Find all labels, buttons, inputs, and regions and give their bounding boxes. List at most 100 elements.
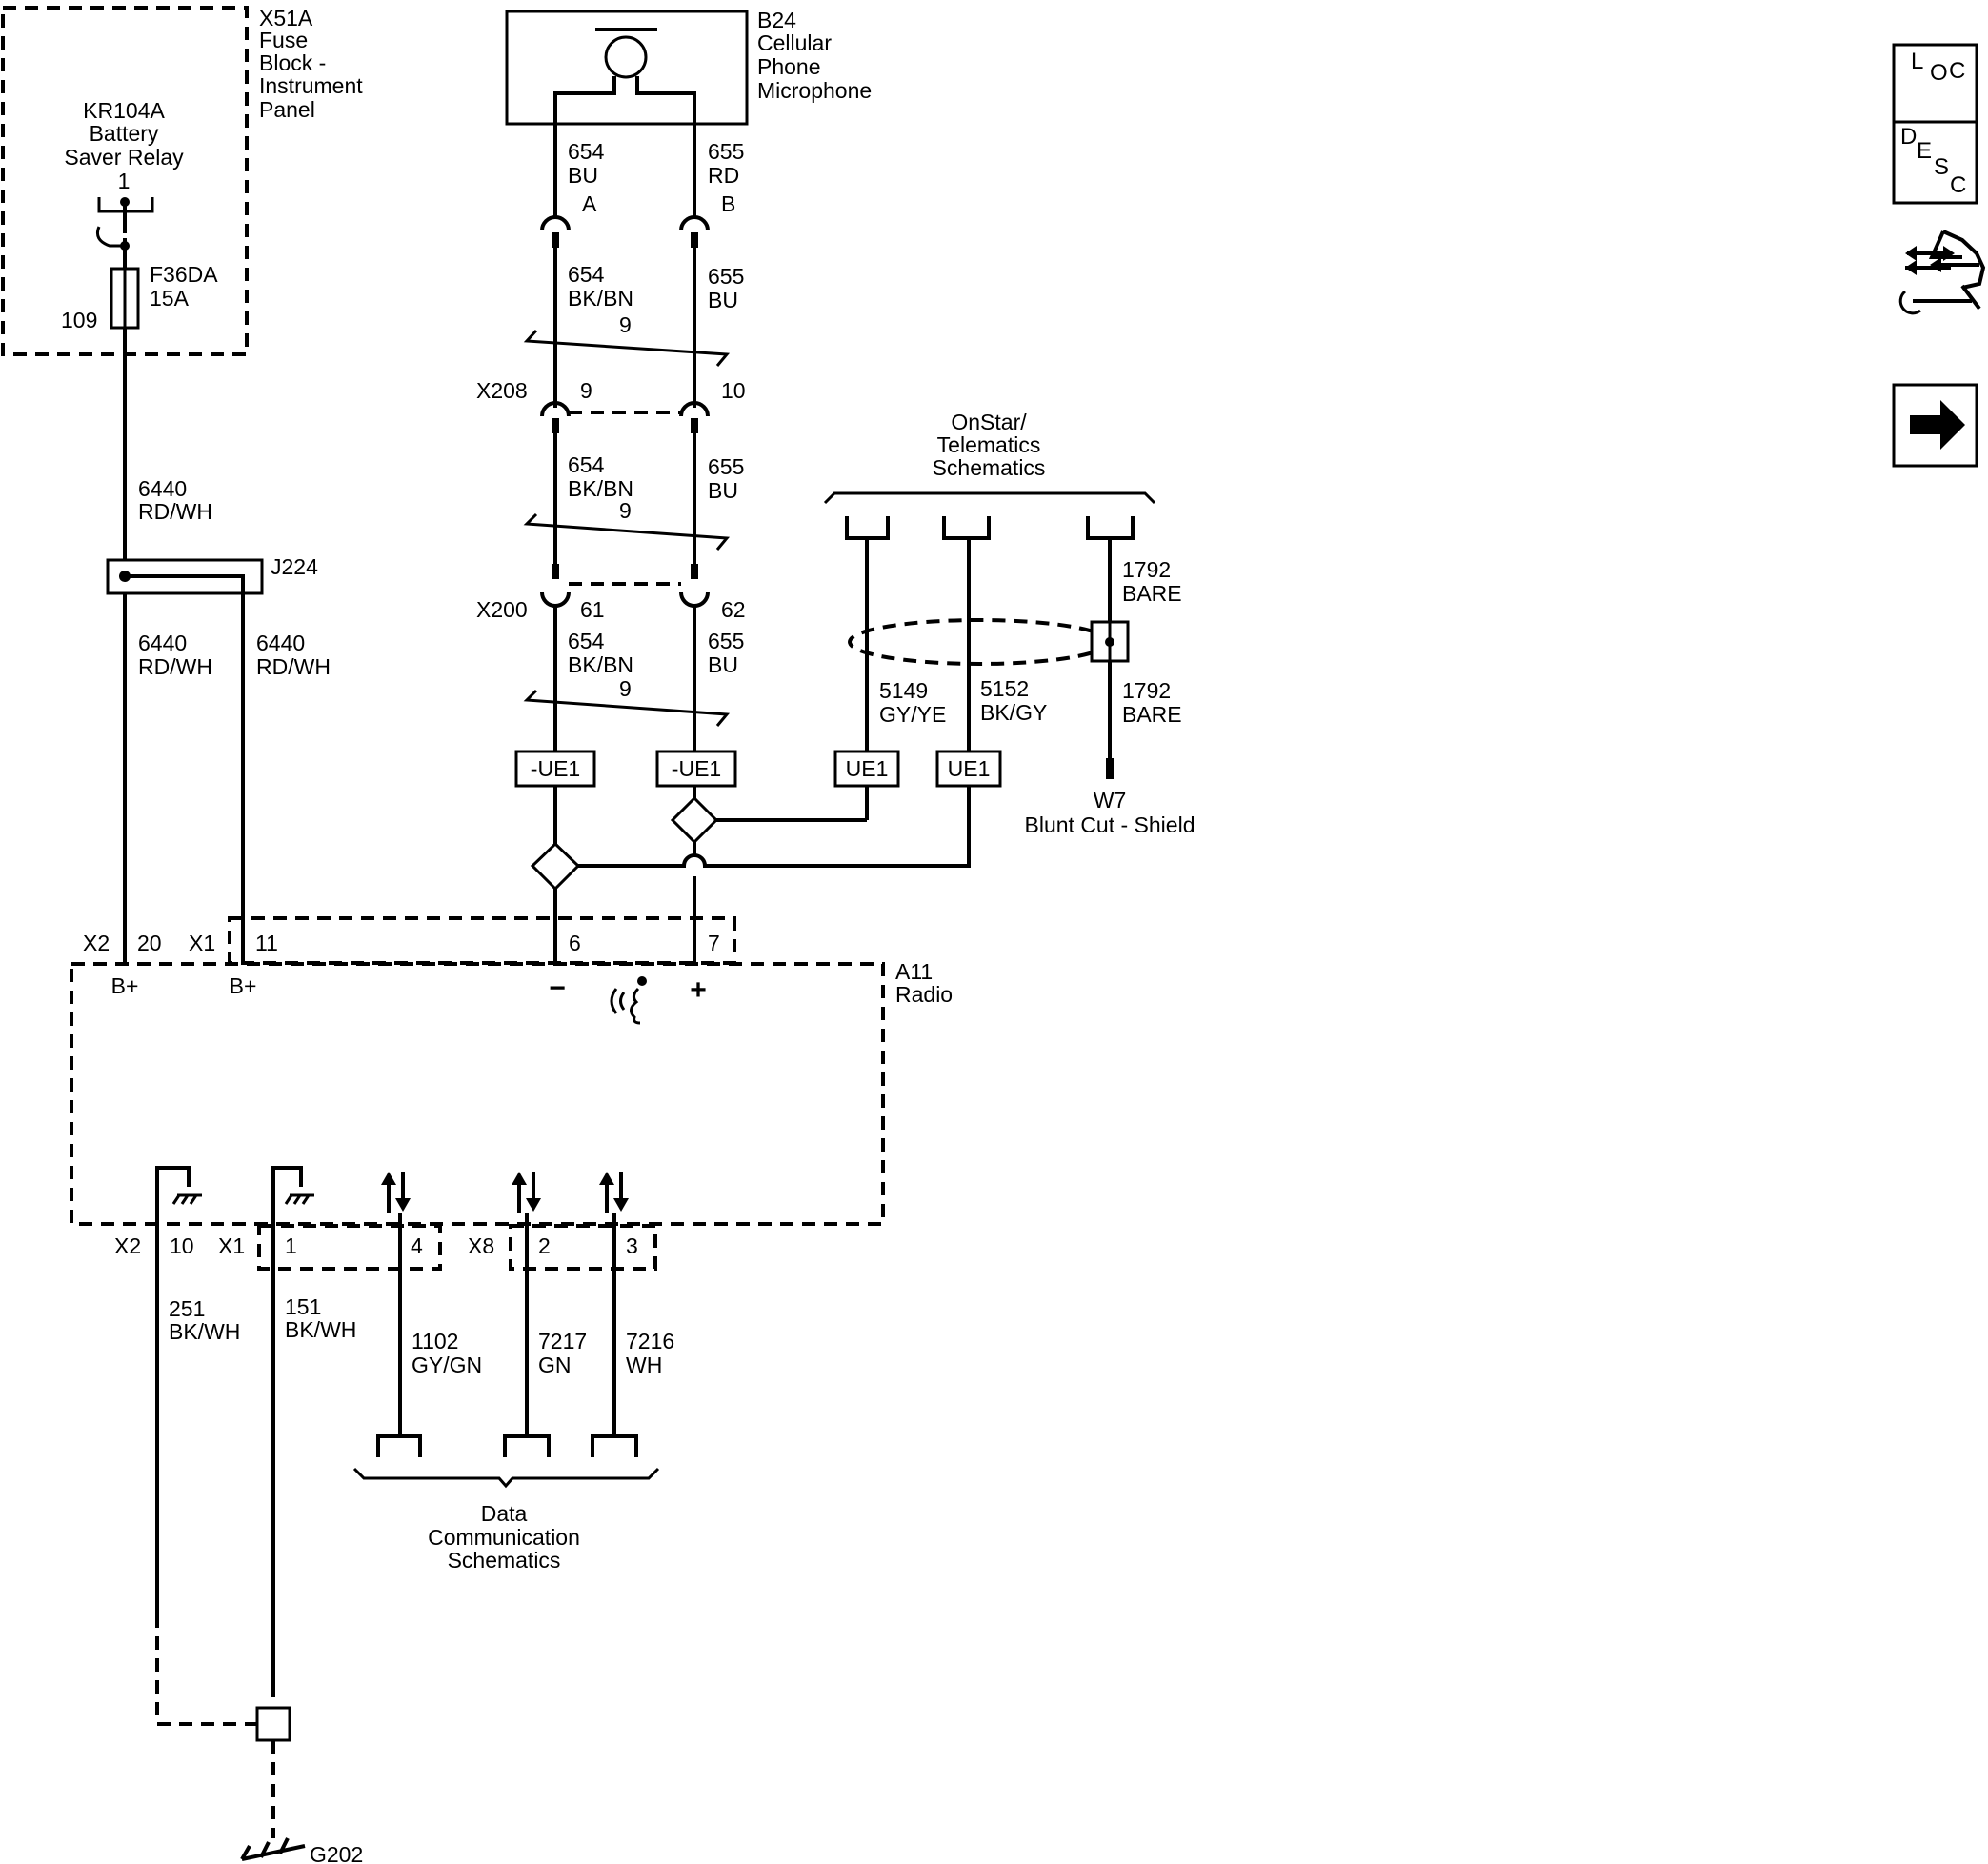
wire-5149-circuit: 5149 — [879, 678, 928, 703]
mic-id: B24 — [757, 8, 796, 32]
x208-id: X208 — [476, 378, 528, 403]
wire-1792-top-color: BARE — [1122, 581, 1182, 606]
description-button[interactable]: D E S C — [1892, 120, 1978, 205]
radio-bottom-x2-pin: 10 — [170, 1233, 194, 1258]
wire-6440-right-circuit: 6440 — [256, 631, 305, 655]
radio-top-x2: X2 — [83, 931, 110, 955]
radio-ground-2 — [271, 1166, 314, 1205]
fuse-block-name-3: Instrument — [259, 73, 363, 98]
mic-name-3: Microphone — [757, 78, 872, 103]
wire-6440-left-color: RD/WH — [138, 654, 212, 679]
wire-655-bu-1-circuit: 655 — [708, 264, 744, 289]
wire-654-bkbn-3-circuit: 654 — [568, 629, 605, 653]
location-button[interactable]: L O C — [1892, 43, 1978, 128]
wire-5152-color: BK/GY — [980, 700, 1047, 725]
relay-name-1: KR104A — [83, 98, 165, 123]
radio-ground-1 — [155, 1166, 202, 1205]
wire-1792-top-circuit: 1792 — [1122, 557, 1171, 582]
data-arrows-2 — [512, 1172, 541, 1213]
twist-marker-2 — [523, 512, 731, 551]
ground-g202-path: G202 — [155, 1614, 363, 1864]
mic-connector — [540, 215, 710, 248]
wire-654-bkbn-2-circuit: 654 — [568, 452, 605, 477]
wire-6440-left-circuit: 6440 — [138, 631, 187, 655]
wire-655-bu-1-color: BU — [708, 288, 738, 312]
radio-bplus-2: B+ — [230, 973, 257, 998]
x208-pin-left: 9 — [580, 378, 592, 403]
mic-name-1: Cellular — [757, 30, 832, 55]
relay-name-3: Saver Relay — [64, 145, 184, 170]
ground-wire-151-color: BK/WH — [285, 1317, 356, 1342]
radio-bottom-x2: X2 — [114, 1233, 141, 1258]
twist-label-2: 9 — [619, 498, 632, 523]
ground-wire-251-circuit: 251 — [169, 1296, 205, 1321]
option-neg-ue1-right: -UE1 — [672, 756, 721, 781]
radio-bottom-connectors: X2 10 X1 1 4 X8 2 3 — [114, 1224, 657, 1271]
data-wire-7216-color: WH — [626, 1353, 662, 1377]
data-wire-1102-color: GY/GN — [412, 1353, 482, 1377]
data-arrows-3 — [599, 1172, 629, 1213]
data-wire-1102-circuit: 1102 — [412, 1329, 458, 1353]
onstar-line-2: Telematics — [937, 432, 1041, 457]
onstar-line-3: Schematics — [933, 455, 1046, 480]
data-wire-7217-color: GN — [538, 1353, 572, 1377]
relay-pin: 1 — [118, 169, 131, 193]
option-ue1-5152: UE1 — [948, 756, 991, 781]
radio-bottom-x8-pin-b: 3 — [626, 1233, 638, 1258]
radio-bottom-x8: X8 — [468, 1233, 494, 1258]
wire-655-bu-2-circuit: 655 — [708, 454, 744, 479]
wire-654-bu-color: BU — [568, 163, 598, 188]
radio-name: Radio — [895, 982, 953, 1007]
voice-input-icon — [610, 976, 647, 1025]
data-communication-reference[interactable]: Data Communication Schematics — [352, 1434, 660, 1573]
radio-top-x1: X1 — [189, 931, 215, 955]
splice-id: J224 — [271, 554, 318, 579]
wire-6440-right-color: RD/WH — [256, 654, 331, 679]
mic-pin-a: A — [582, 191, 597, 216]
wire-655-rd-color: RD — [708, 163, 739, 188]
radio-mic-neg-pin: 6 — [569, 931, 581, 955]
wire-654-bkbn-3-color: BK/BN — [568, 652, 633, 677]
connector-repair-icon[interactable] — [1898, 230, 1986, 315]
fuse-pin: 109 — [61, 308, 97, 332]
radio-top-x2-pin: 20 — [137, 931, 162, 955]
fuse-id: F36DA — [150, 262, 218, 287]
desc-letter-c: C — [1950, 172, 1966, 198]
radio-bottom-x1: X1 — [218, 1233, 245, 1258]
data-wire-7216-circuit: 7216 — [626, 1329, 674, 1353]
mic-pin-b: B — [721, 191, 735, 216]
relay-name-2: Battery — [90, 121, 159, 146]
desc-letter-s: S — [1934, 154, 1949, 180]
wire-6440-color: RD/WH — [138, 499, 212, 524]
loc-letter-l: L — [1911, 49, 1923, 74]
wire-654-bkbn-1-color: BK/BN — [568, 286, 633, 311]
x200-pin-left: 61 — [580, 597, 605, 622]
connector-x208: X208 9 10 — [476, 378, 746, 433]
option-neg-ue1-left: -UE1 — [531, 756, 580, 781]
data-wire-7217-circuit: 7217 — [538, 1329, 587, 1353]
radio-a11: A11 Radio — [70, 959, 953, 1226]
radio-bottom-x1-pin-b: 4 — [411, 1233, 423, 1258]
wire-1792-bottom-color: BARE — [1122, 702, 1182, 727]
radio-top-connectors: X2 20 X1 11 6 7 B+ B+ − + — [83, 916, 736, 1006]
connector-x200: X200 61 62 — [476, 582, 746, 622]
wire-654-bu-circuit: 654 — [568, 139, 605, 164]
ground-wire-251-color: BK/WH — [169, 1319, 240, 1344]
mic-name-2: Phone — [757, 54, 821, 79]
onstar-telematics-reference[interactable]: OnStar/ Telematics Schematics — [823, 410, 1156, 540]
radio-bottom-x1-pin: 1 — [285, 1233, 297, 1258]
ground-id: G202 — [310, 1842, 363, 1864]
next-button[interactable] — [1892, 383, 1978, 468]
loc-letter-c: C — [1949, 58, 1965, 84]
twist-label-1: 9 — [619, 312, 632, 337]
ground-wire-151-circuit: 151 — [285, 1294, 321, 1319]
x200-pin-right: 62 — [721, 597, 746, 622]
fuse-block-name-1: Fuse — [259, 28, 308, 52]
wire-6440-circuit: 6440 — [138, 476, 187, 501]
shield-id: W7 — [1094, 788, 1127, 812]
shield-drain — [848, 618, 1130, 666]
fuse-f36da: F36DA 15A 109 — [61, 262, 218, 332]
onstar-line-1: OnStar/ — [951, 410, 1027, 434]
wire-655-rd-circuit: 655 — [708, 139, 744, 164]
